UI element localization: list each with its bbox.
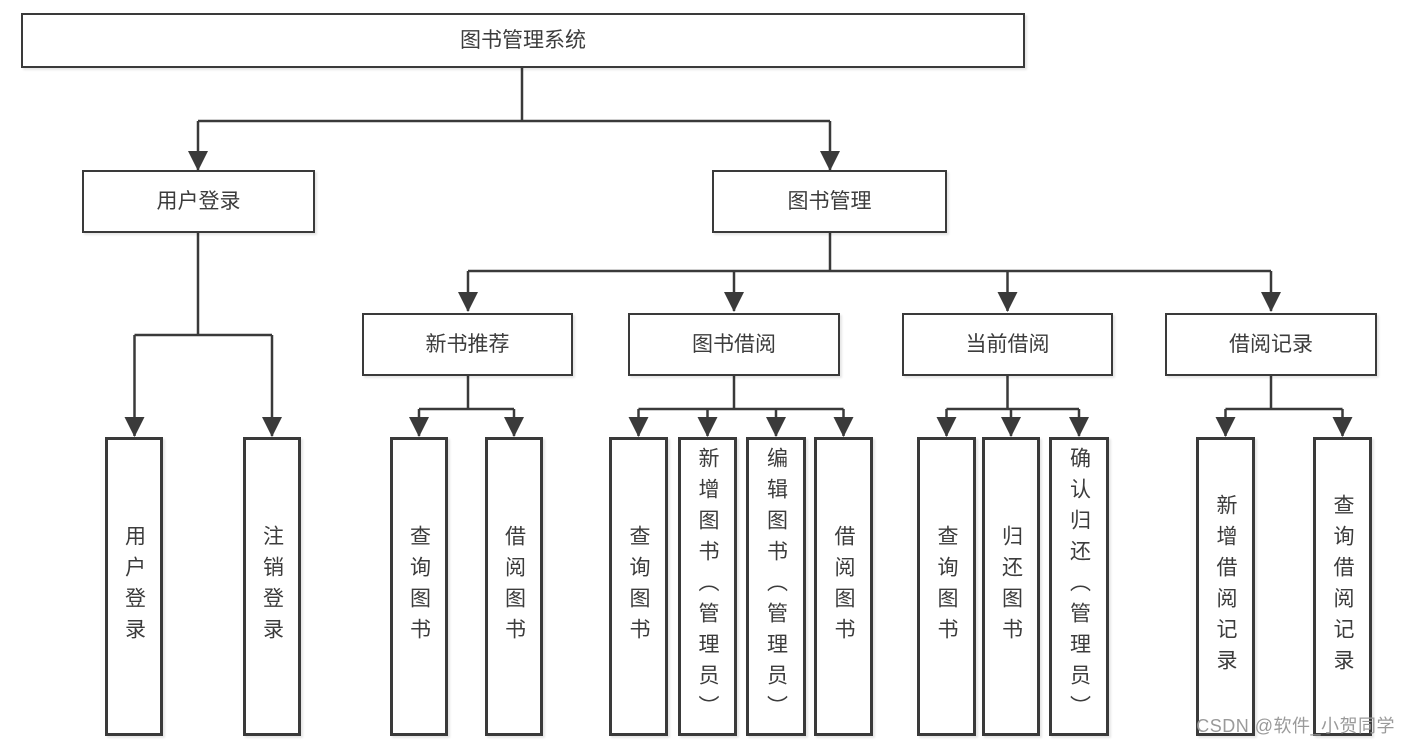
watermark: CSDN @软件_小贺同学 [1196, 716, 1395, 736]
node-query-borrow-record: 查询借阅记录 [1313, 437, 1372, 736]
node-query-books-3: 查询图书 [917, 437, 976, 736]
node-borrow-books-1: 借阅图书 [485, 437, 543, 736]
node-book-borrow: 图书借阅 [628, 313, 840, 376]
node-logout-leaf: 注销登录 [243, 437, 301, 736]
node-add-books-admin: 新增图书（管理员） [678, 437, 737, 736]
connector-line [134, 68, 1343, 411]
node-user-login-leaf: 用户登录 [105, 437, 163, 736]
node-confirm-return-admin: 确认归还（管理员） [1049, 437, 1109, 736]
node-query-books-1: 查询图书 [390, 437, 448, 736]
node-borrow-books-2: 借阅图书 [814, 437, 873, 736]
leaf-label: 注销登录 [260, 524, 284, 649]
node-current-borrow: 当前借阅 [902, 313, 1113, 376]
leaf-label: 查询借阅记录 [1331, 493, 1354, 680]
leaf-label: 查询图书 [627, 524, 650, 649]
node-user-login: 用户登录 [82, 170, 315, 233]
leaf-label: 确认归还（管理员） [1067, 447, 1091, 726]
leaf-label: 编辑图书（管理员） [764, 447, 788, 726]
node-edit-books-admin: 编辑图书（管理员） [746, 437, 806, 736]
leaf-label: 借阅图书 [832, 524, 855, 649]
node-root: 图书管理系统 [21, 13, 1025, 68]
connector-skeleton [134, 68, 1343, 411]
node-book-management: 图书管理 [712, 170, 947, 233]
node-borrow-records: 借阅记录 [1165, 313, 1377, 376]
leaf-label: 借阅图书 [502, 524, 526, 649]
node-query-books-2: 查询图书 [609, 437, 668, 736]
leaf-label: 查询图书 [407, 524, 431, 649]
leaf-label: 新增图书（管理员） [696, 447, 719, 726]
connector-arrows [124, 121, 1353, 437]
leaf-label: 归还图书 [999, 524, 1023, 649]
leaf-label: 查询图书 [935, 524, 958, 649]
leaf-label: 新增借阅记录 [1214, 493, 1237, 680]
node-return-books: 归还图书 [982, 437, 1040, 736]
node-new-book-recommend: 新书推荐 [362, 313, 573, 376]
node-add-borrow-record: 新增借阅记录 [1196, 437, 1255, 736]
leaf-label: 用户登录 [122, 524, 146, 649]
